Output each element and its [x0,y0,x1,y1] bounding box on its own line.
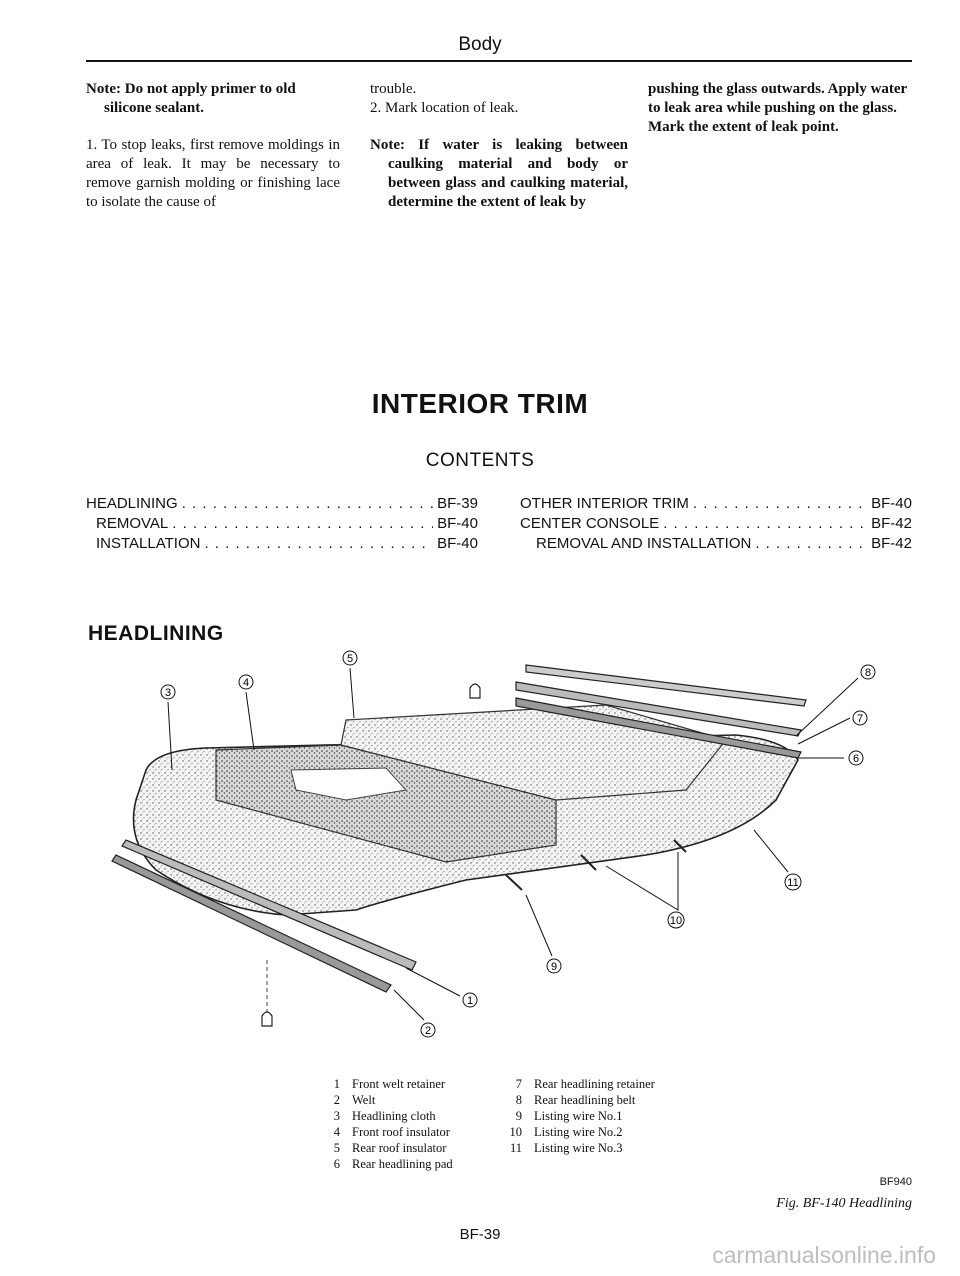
callout-9: 9 [551,961,557,973]
toc-label: CENTER CONSOLE [520,515,660,532]
callout-8: 8 [865,667,871,679]
toc-entry[interactable]: REMOVAL BF-40 [86,514,478,534]
callout-4: 4 [243,677,249,689]
primer-note: Note: Do not apply primer to old silicon… [86,81,296,116]
callout-7: 7 [857,713,863,725]
contents-heading: CONTENTS [425,450,535,471]
callout-11: 11 [787,877,798,889]
toc-entry[interactable]: OTHER INTERIOR TRIM BF-40 [520,494,912,514]
toc-label: REMOVAL [96,515,169,532]
rear-headlining-belt [525,664,807,707]
callout-5: 5 [347,653,353,665]
callout-6: 6 [853,753,859,765]
column-3: pushing the glass outwards. Apply water … [648,80,910,137]
headlining-heading: HEADLINING [88,622,224,645]
toc-right: OTHER INTERIOR TRIM BF-40 CENTER CONSOLE B… [520,494,912,554]
toc-page: BF-42 [871,515,912,532]
page-number: BF-39 [459,1226,501,1243]
toc-label: REMOVAL AND INSTALLATION [536,535,752,552]
headlining-diagram: 3 4 5 8 7 6 11 10 9 1 2 [111,650,876,1038]
toc-entry[interactable]: HEADLINING BF-39 [86,494,478,514]
toc-page: BF-40 [871,495,912,512]
trouble-text: trouble. [370,81,417,97]
leak-step-2: 2. Mark location of leak. [370,100,519,116]
caulking-note: Note: If water is leaking between caulki… [370,137,628,210]
toc-entry[interactable]: INSTALLATION BF-40 [86,534,478,554]
header-rule [86,60,912,62]
front-welt [121,839,417,971]
toc-entry[interactable]: REMOVAL AND INSTALLATION BF-42 [520,534,912,554]
page-header: Body [458,34,502,55]
toc-entry[interactable]: CENTER CONSOLE BF-42 [520,514,912,534]
callout-1: 1 [467,995,473,1007]
column-2: trouble. 2. Mark location of leak. Note:… [370,80,628,230]
leak-step-1: 1. To stop leaks, first remove moldings … [86,137,340,210]
toc-label: OTHER INTERIOR TRIM [520,495,689,512]
toc-page: BF-39 [437,495,478,512]
section-title: INTERIOR TRIM [371,388,589,419]
callout-labels: 3 4 5 8 7 6 11 10 9 1 2 [160,650,876,1038]
toc-left: HEADLINING BF-39 REMOVAL BF-40 INSTALLATIO… [86,494,478,554]
figure-caption: Fig. BF-140 Headlining [776,1196,912,1211]
figure-code: BF940 [879,1176,912,1188]
callout-3: 3 [165,687,171,699]
toc-page: BF-42 [871,535,912,552]
toc-label: INSTALLATION [96,535,201,552]
column-1: Note: Do not apply primer to old silicon… [86,80,340,230]
glass-instructions: pushing the glass outwards. Apply water … [648,81,907,135]
toc-page: BF-40 [437,515,478,532]
front-welt-retainer [111,854,392,993]
toc-page: BF-40 [437,535,478,552]
callout-2: 2 [425,1025,431,1037]
watermark[interactable]: carmanualsonline.info [712,1242,936,1268]
toc-label: HEADLINING [86,495,178,512]
rear-retainer [515,681,802,737]
callout-10: 10 [670,915,682,927]
